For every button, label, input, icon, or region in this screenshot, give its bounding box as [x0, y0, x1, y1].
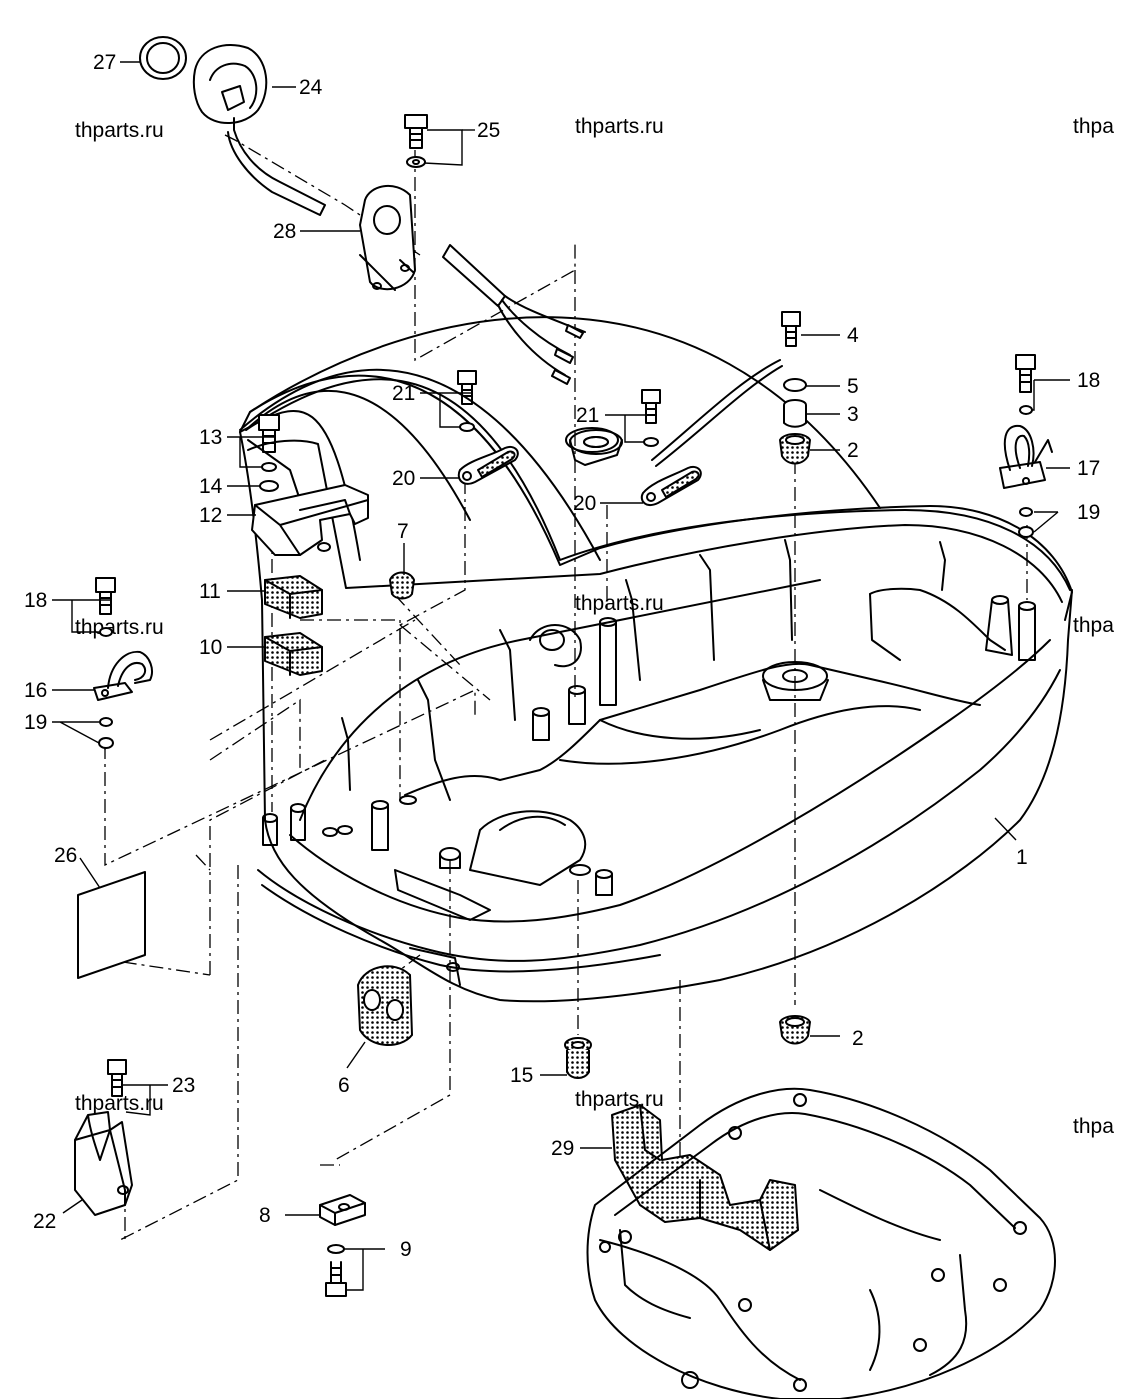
callout-18: 18: [1077, 369, 1100, 392]
callout-8: 8: [259, 1204, 271, 1227]
watermark-text: thparts.ru: [575, 1088, 664, 1111]
callout-19: 19: [1077, 501, 1100, 524]
callout-17: 17: [1077, 457, 1100, 480]
watermark-text: thparts.ru: [575, 115, 664, 138]
callout-numbers: 1 2 2 3 4 5 6 7 8 9 10 11 12 13 14 15 16…: [24, 51, 1100, 1261]
watermark-text: thpa: [1073, 115, 1114, 138]
lower-cowling-part-1: [239, 316, 1073, 1003]
grommet-part-2-top: [779, 433, 811, 465]
watermark-text: thpa: [1073, 1115, 1114, 1138]
wire-harness: [442, 244, 586, 385]
callout-13: 13: [199, 426, 222, 449]
bracket-part-29: [611, 1104, 799, 1251]
bolt-part-18-left: [95, 577, 116, 637]
callout-3: 3: [847, 403, 859, 426]
grommet-part-7: [389, 571, 415, 600]
cable: [651, 359, 783, 467]
washer-part-5: [783, 378, 807, 392]
bolt-part-21-left: [457, 370, 477, 432]
callout-7: 7: [397, 520, 409, 543]
callout-29: 29: [551, 1137, 574, 1160]
grommet-part-24: [192, 44, 326, 216]
bolt-part-23: [107, 1059, 127, 1097]
callout-15: 15: [510, 1064, 533, 1087]
callout-11: 11: [199, 580, 221, 603]
bolt-part-21-right: [641, 389, 661, 447]
callout-20: 20: [392, 467, 415, 490]
callout-14: 14: [199, 475, 223, 498]
lower-plate: [586, 1087, 1056, 1399]
callout-20: 20: [573, 492, 596, 515]
watermarks: thparts.ru thparts.ru thpa thparts.ru th…: [75, 115, 1114, 1138]
pad-part-20-right: [640, 466, 702, 506]
grommet-part-2-bottom: [779, 1015, 811, 1045]
pad-part-11: [264, 575, 323, 619]
callout-9: 9: [400, 1238, 412, 1261]
plate-part-28: [359, 185, 416, 291]
label-plate-part-26: [77, 871, 146, 979]
callout-2: 2: [852, 1027, 864, 1050]
o-ring-part-27: [139, 36, 187, 80]
bolt-part-13: [258, 414, 280, 472]
callout-27: 27: [93, 51, 116, 74]
block-part-8: [319, 1194, 366, 1226]
callout-12: 12: [199, 504, 222, 527]
watermark-text: thparts.ru: [75, 119, 164, 142]
callout-10: 10: [199, 636, 222, 659]
bolt-part-18-right: [1015, 354, 1036, 415]
grommet-part-6: [357, 965, 413, 1047]
washer-part-19: [98, 737, 114, 749]
callout-1: 1: [1016, 846, 1028, 869]
callout-21: 21: [392, 382, 415, 405]
assembly-lines: [95, 134, 1028, 1241]
washer-part-14: [259, 480, 279, 492]
pad-part-20-left: [457, 446, 519, 485]
clip-part-16: [93, 650, 153, 701]
collar-part-3: [783, 399, 807, 428]
washer-part-19: [1018, 526, 1034, 538]
callout-5: 5: [847, 375, 859, 398]
bolt-washer-part-25: [404, 114, 428, 168]
callout-18: 18: [24, 589, 47, 612]
grommet-part-15: [564, 1037, 592, 1079]
callout-22: 22: [33, 1210, 56, 1233]
callout-24: 24: [299, 76, 323, 99]
callout-2: 2: [847, 439, 859, 462]
callout-4: 4: [847, 324, 859, 347]
callout-26: 26: [54, 844, 77, 867]
watermark-text: thparts.ru: [75, 616, 164, 639]
bracket-part-22: [74, 1111, 133, 1216]
callout-16: 16: [24, 679, 47, 702]
callout-6: 6: [338, 1074, 350, 1097]
callout-19: 19: [24, 711, 47, 734]
callout-28: 28: [273, 220, 296, 243]
washer-part-19: [99, 717, 113, 727]
bolt-part-4: [781, 311, 801, 347]
washer-part-19: [1019, 507, 1033, 517]
pad-part-10: [264, 632, 323, 676]
watermark-text: thparts.ru: [575, 592, 664, 615]
callout-21: 21: [576, 404, 599, 427]
bracket-part-12: [251, 484, 369, 556]
bolt-washer-part-9: [325, 1244, 347, 1297]
callout-23: 23: [172, 1074, 195, 1097]
watermark-text: thpa: [1073, 614, 1114, 637]
leader-lines: [52, 61, 1070, 1291]
clip-part-17: [999, 424, 1053, 489]
watermark-text: thparts.ru: [75, 1092, 164, 1115]
callout-25: 25: [477, 119, 500, 142]
